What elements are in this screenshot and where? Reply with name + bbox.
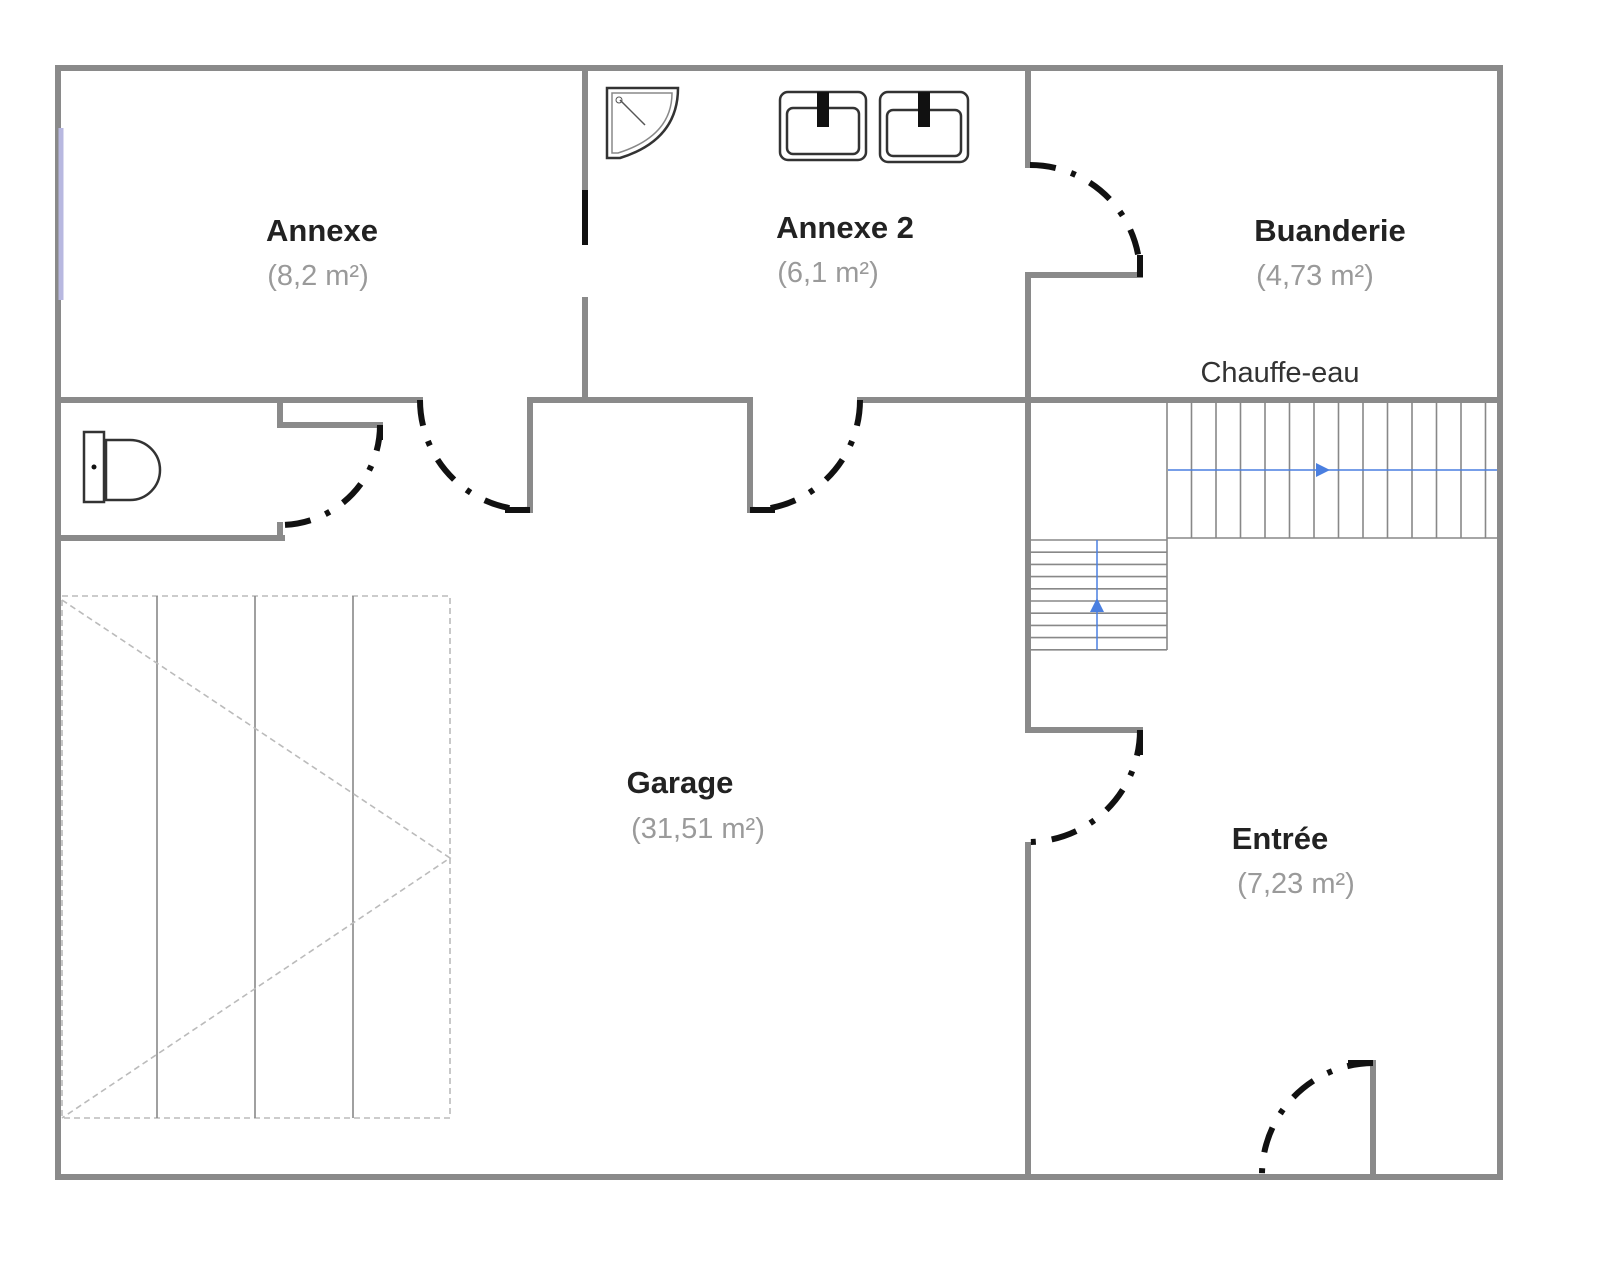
door-wc [281, 424, 383, 528]
room-area-entree: (7,23 m²) [1237, 868, 1355, 900]
door-annexe-2 [749, 399, 863, 513]
interior-walls [55, 65, 1503, 1180]
room-area-annexe: (8,2 m²) [267, 260, 369, 292]
staircase-lower [1030, 538, 1168, 651]
room-name-annexe-2: Annexe 2 [776, 210, 914, 245]
sink-icon [878, 90, 970, 164]
shower-icon [605, 86, 680, 160]
toilet-icon [82, 430, 162, 504]
stair-arrow-right-icon [1316, 463, 1330, 477]
room-name-entree: Entrée [1232, 821, 1328, 856]
room-area-buanderie: (4,73 m²) [1256, 260, 1374, 292]
sink-icon [778, 90, 868, 162]
door-entree-main [1258, 1060, 1374, 1178]
door-buanderie [1029, 162, 1143, 276]
door-annexe [417, 399, 531, 513]
room-name-garage: Garage [627, 765, 734, 800]
room-area-garage: (31,51 m²) [631, 813, 765, 845]
stair-arrow-up-icon [1090, 598, 1104, 612]
room-area-annexe-2: (6,1 m²) [777, 257, 879, 289]
garage-ramp-outline [61, 595, 452, 1119]
door-entree-garage [1029, 729, 1143, 845]
doors [281, 162, 1374, 1178]
outer-wall [55, 65, 1503, 1180]
room-name-buanderie: Buanderie [1254, 213, 1406, 248]
label-chauffe-eau: Chauffe-eau [1200, 357, 1359, 389]
room-name-annexe: Annexe [266, 213, 378, 248]
